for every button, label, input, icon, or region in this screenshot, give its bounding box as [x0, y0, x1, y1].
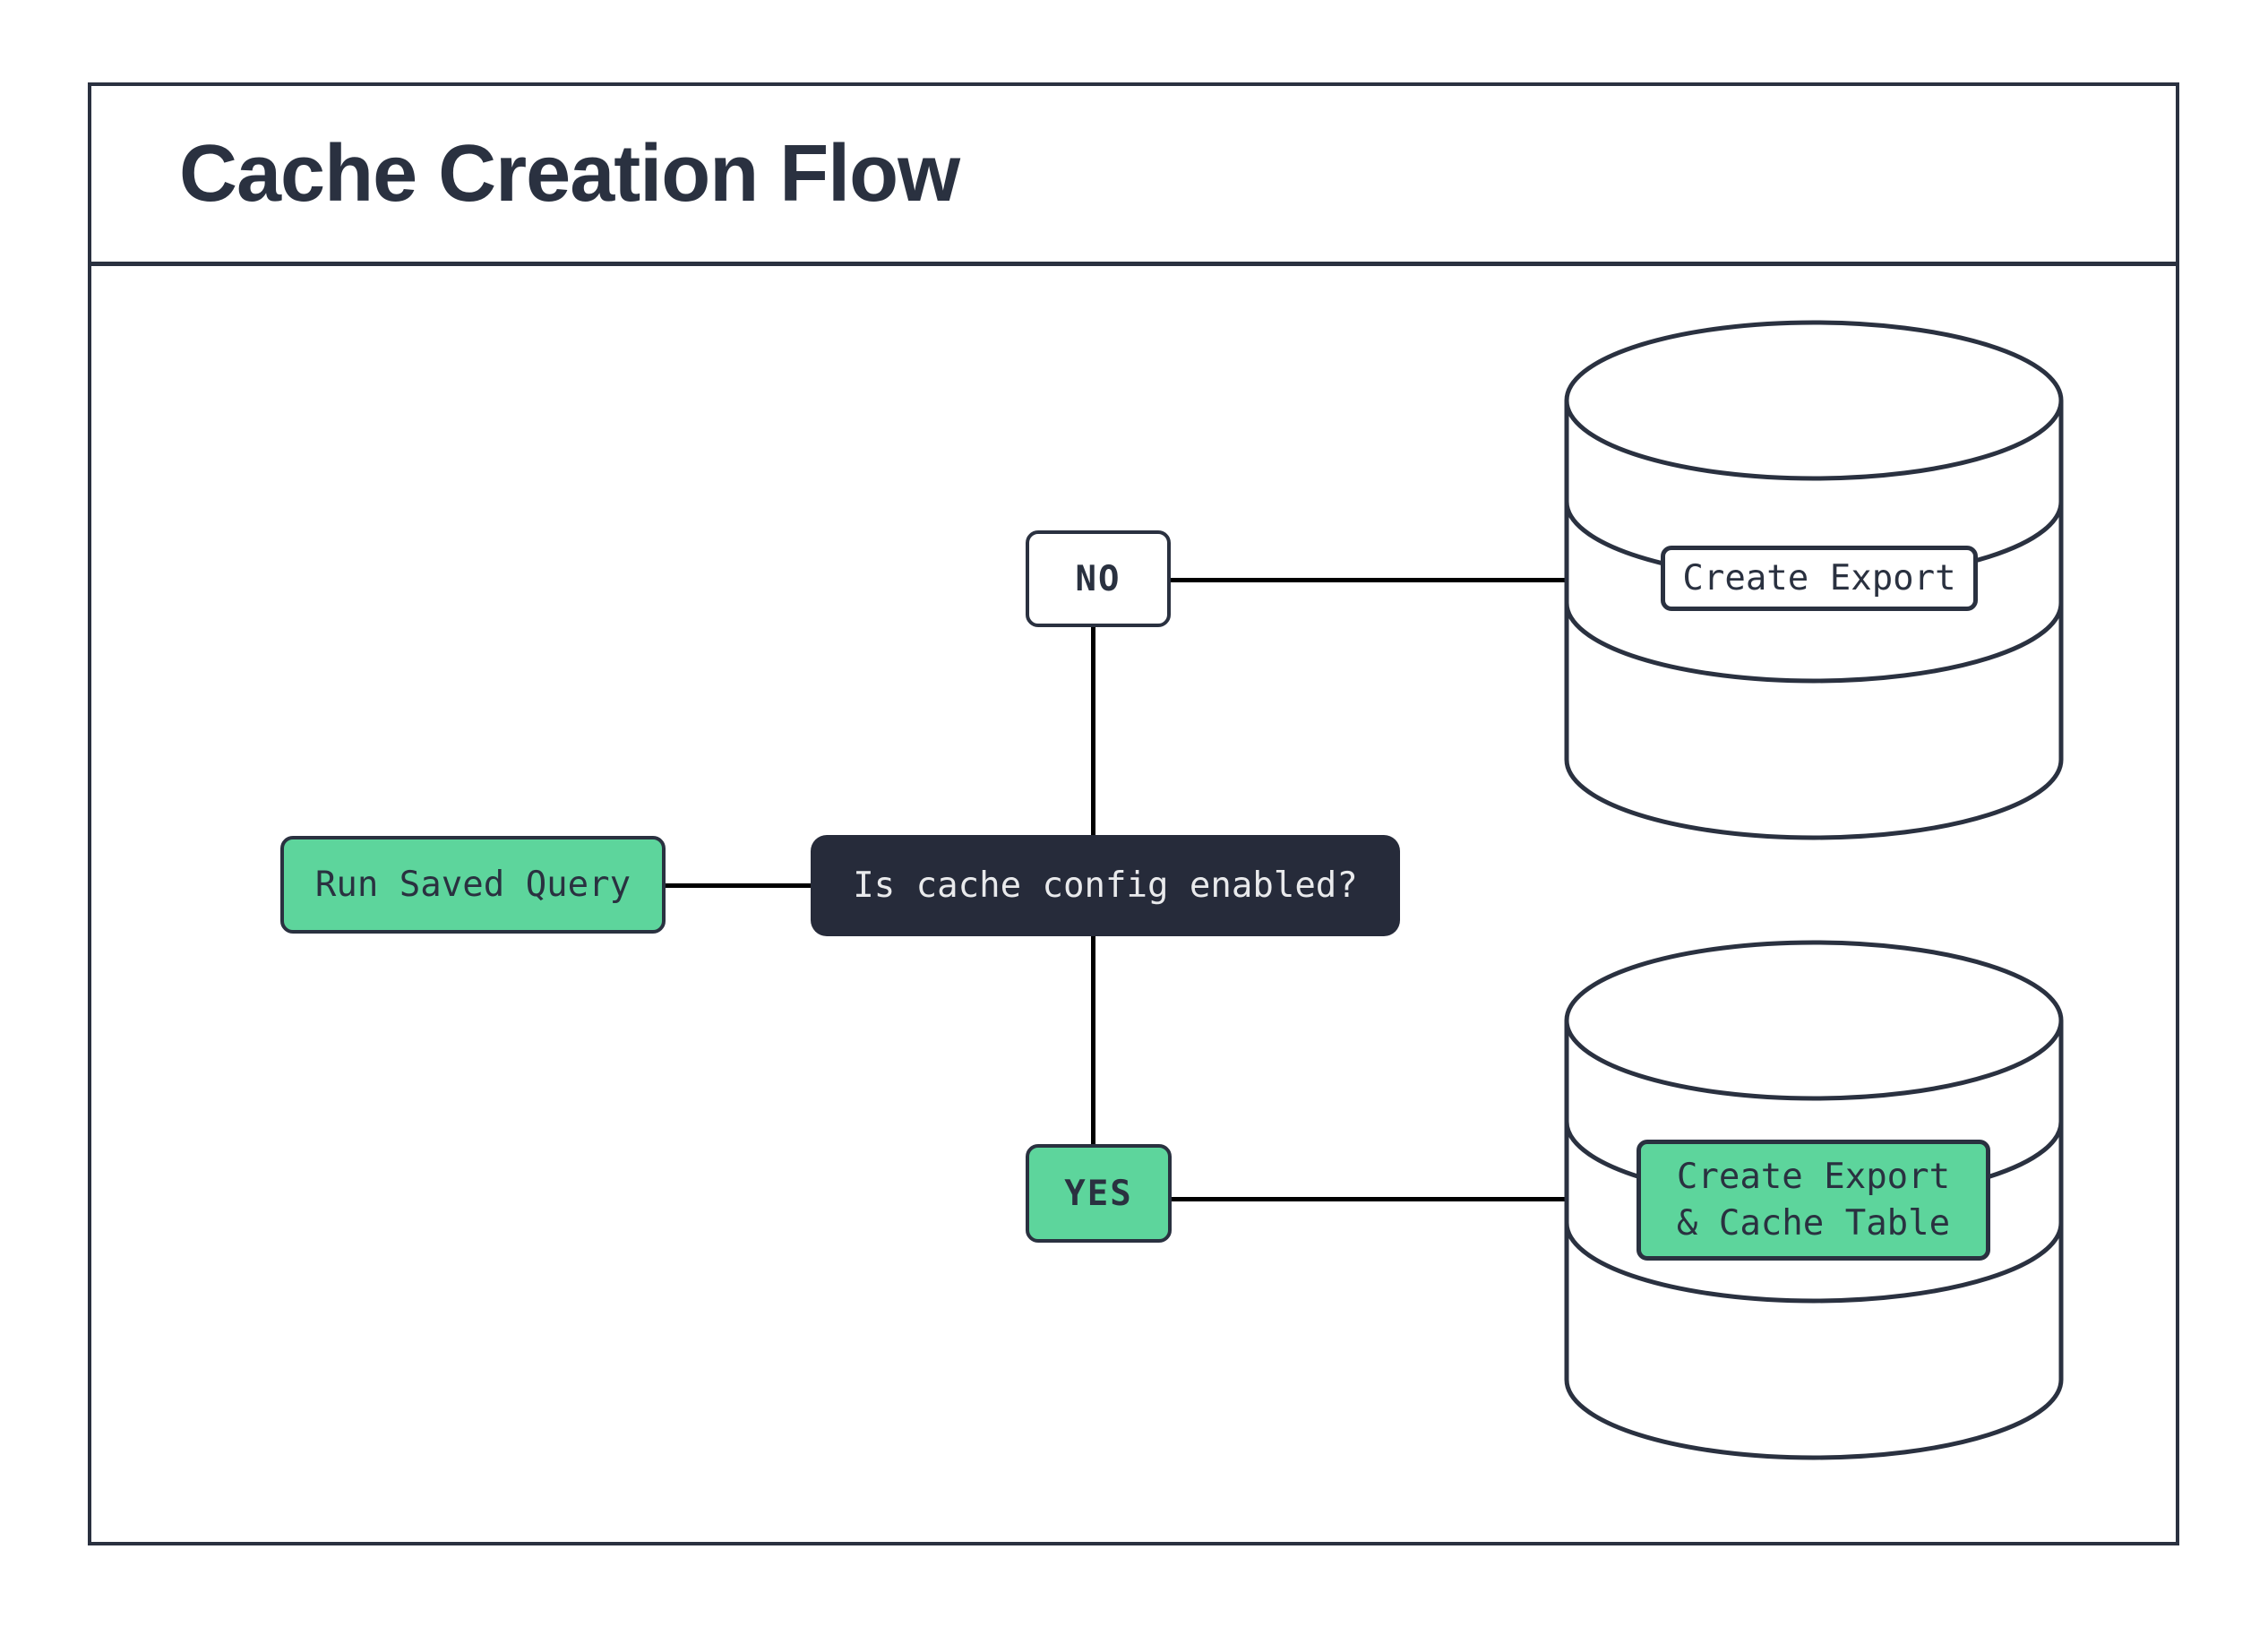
label-create-export-text: Create Export	[1682, 557, 1956, 598]
node-branch-yes: YES	[1026, 1144, 1172, 1243]
connector-decision-to-no	[1091, 627, 1095, 835]
connector-start-to-decision	[666, 883, 811, 888]
node-run-saved-query: Run Saved Query	[280, 836, 666, 934]
node-decision-cache-config: Is cache config enabled?	[811, 835, 1400, 936]
label-create-export: Create Export	[1661, 546, 1978, 611]
connector-decision-to-yes	[1091, 936, 1095, 1144]
node-branch-no: NO	[1026, 530, 1171, 627]
node-decision-label: Is cache config enabled?	[853, 865, 1358, 906]
cylinder-body	[1564, 400, 2064, 840]
page-title: Cache Creation Flow	[179, 128, 960, 219]
branch-yes-label: YES	[1064, 1173, 1133, 1214]
label-create-export-cache-table: Create Export & Cache Table	[1637, 1140, 1990, 1261]
label-cache-line2: & Cache Table	[1676, 1202, 1951, 1244]
branch-no-label: NO	[1075, 558, 1121, 599]
cylinder-top-ellipse	[1564, 940, 2064, 1101]
label-cache-line1: Create Export	[1676, 1156, 1951, 1197]
cylinder-disc-separator	[1564, 1222, 2064, 1304]
node-run-saved-query-label: Run Saved Query	[314, 865, 631, 905]
connector-yes-to-cache-db	[1171, 1197, 1569, 1201]
cylinder-top-ellipse	[1564, 320, 2064, 481]
database-cylinder-export	[1564, 320, 2064, 840]
connector-no-to-export-db	[1171, 578, 1568, 582]
cylinder-disc-separator	[1564, 602, 2064, 684]
diagram-header: Cache Creation Flow	[91, 86, 2176, 266]
